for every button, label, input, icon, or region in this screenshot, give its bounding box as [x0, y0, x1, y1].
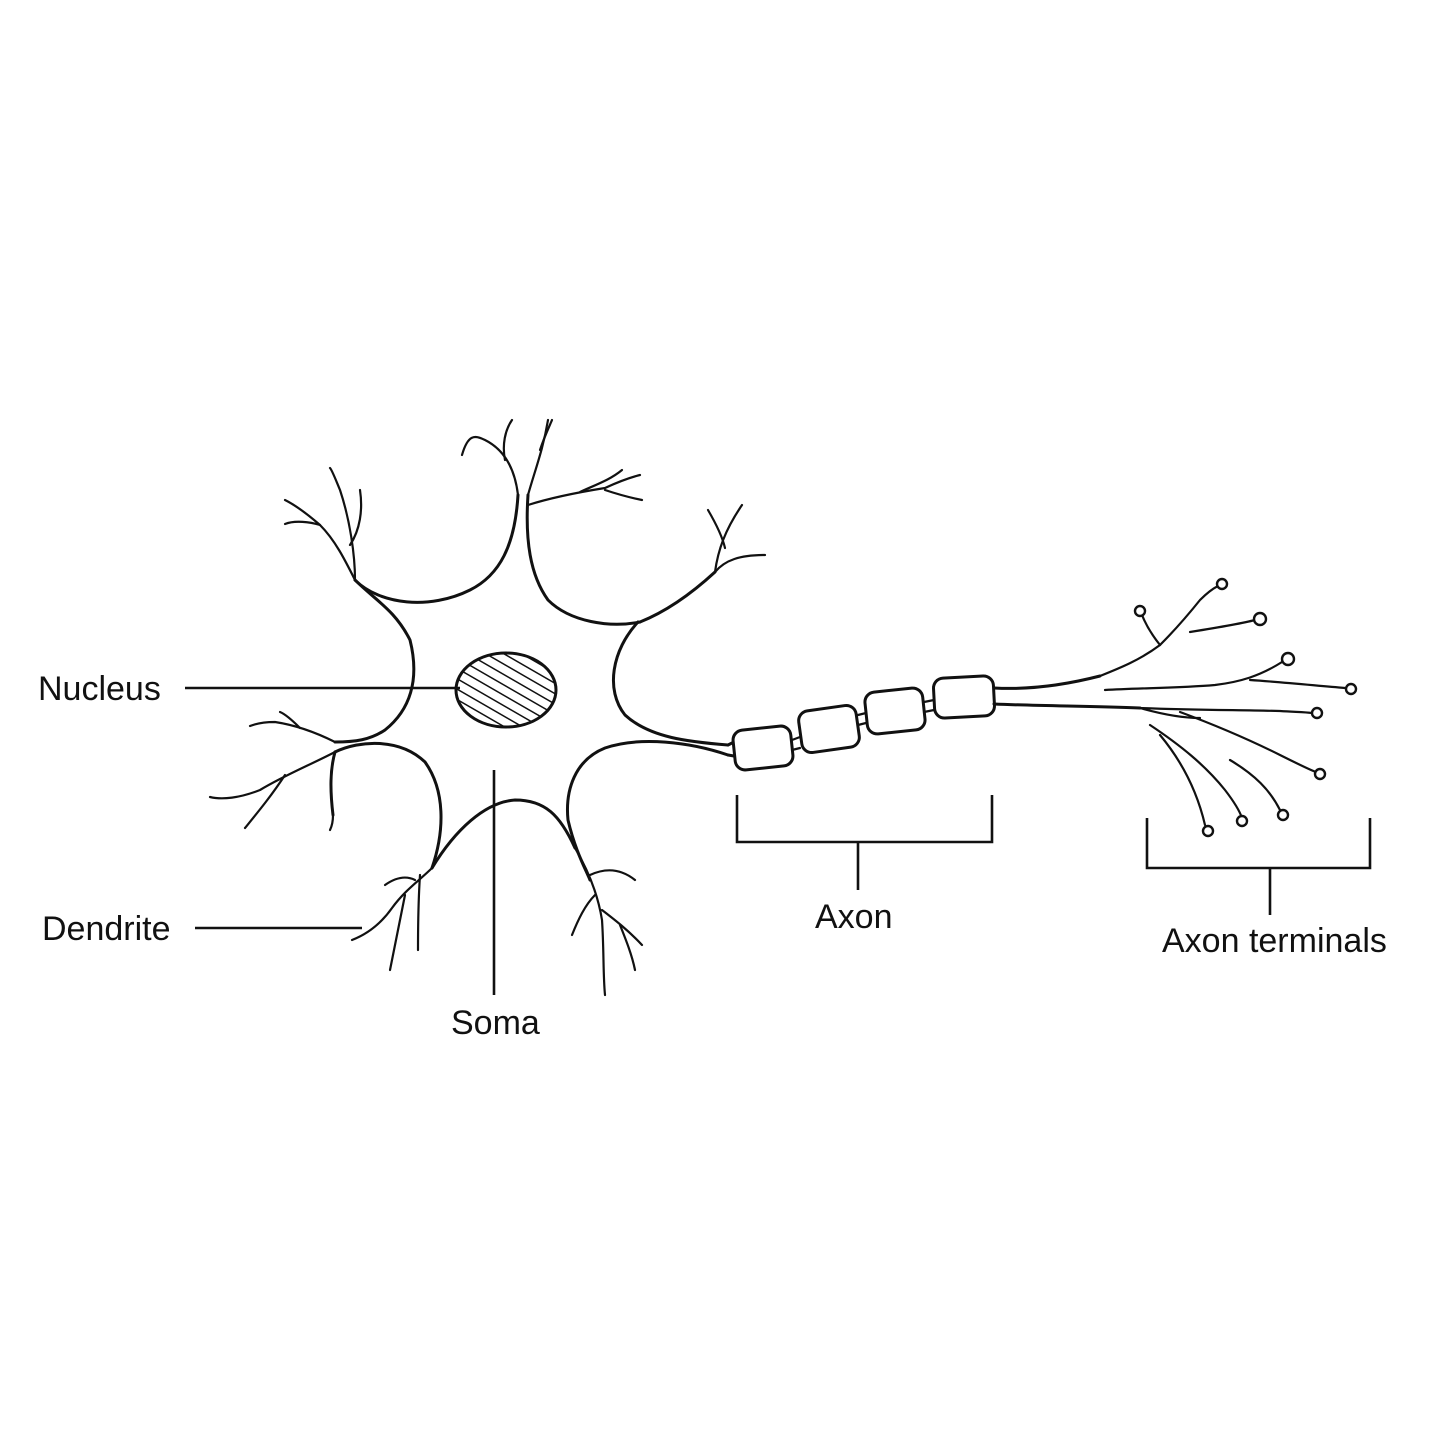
axon-terminals-label: Axon terminals [1162, 922, 1387, 960]
myelin-sheath-segment [863, 686, 927, 736]
axon-terminals [1098, 577, 1358, 838]
dendrites [208, 418, 767, 997]
myelin-sheath-segment [797, 703, 861, 755]
axon-label: Axon [815, 898, 893, 936]
nucleus-label: Nucleus [38, 670, 161, 708]
soma-label: Soma [451, 1004, 540, 1042]
axon-bracket [735, 795, 994, 844]
myelin-sheath-segment [932, 674, 996, 720]
axon [726, 674, 1142, 772]
axon-terminals-bracket [1145, 818, 1372, 870]
leader-lines [185, 686, 1372, 995]
soma-outline [329, 493, 730, 882]
labels: Nucleus Dendrite Soma Axon Axon terminal… [38, 670, 1387, 1042]
nucleus [454, 651, 558, 729]
dendrite-label: Dendrite [42, 910, 171, 948]
myelin-sheath-segment [731, 724, 795, 772]
